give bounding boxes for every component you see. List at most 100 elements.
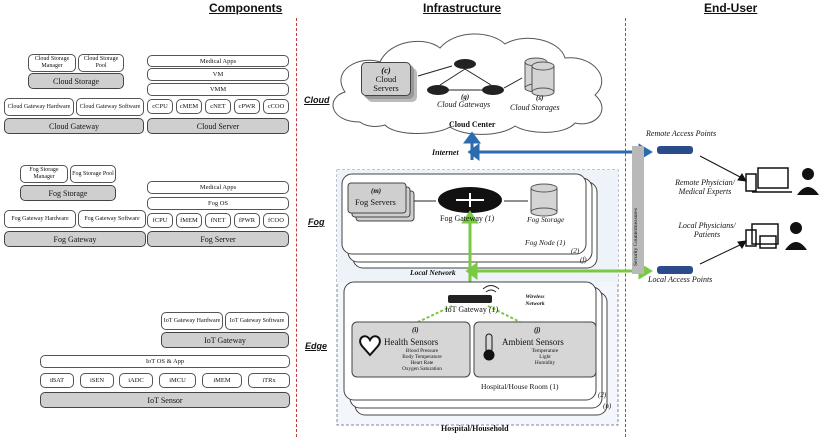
fog-medical-apps: Medical Apps bbox=[147, 181, 289, 194]
cloud-unit: cCPU bbox=[147, 99, 173, 114]
fog-os: Fog OS bbox=[147, 197, 289, 210]
cloud-storage-manager: Cloud Storage Manager bbox=[28, 54, 76, 72]
fog-router-icon bbox=[438, 187, 502, 213]
wireless-label: Wireless Network bbox=[525, 294, 545, 307]
local-access-point-icon bbox=[657, 266, 693, 274]
fog-unit: fPWR bbox=[234, 213, 260, 228]
ambient-title: Ambient Sensors bbox=[502, 337, 564, 347]
iot-os-app: IoT OS & App bbox=[40, 355, 290, 368]
internet-link bbox=[463, 131, 653, 161]
divider-end-user bbox=[625, 18, 626, 437]
fog-unit: fNET bbox=[205, 213, 231, 228]
fog-gateway-hardware: Fog Gateway Hardware bbox=[4, 210, 76, 228]
iot-gateway-hardware: IoT Gateway Hardware bbox=[161, 312, 223, 330]
doctor-icon bbox=[797, 168, 819, 195]
cloud-vmm: VMM bbox=[147, 83, 289, 96]
components-header: Components bbox=[209, 1, 283, 15]
cloud-vm: VM bbox=[147, 68, 289, 81]
cloud-center-label: Cloud Center bbox=[449, 120, 496, 129]
cloud-medical-apps: Medical Apps bbox=[147, 55, 289, 67]
cloud-storage-icon bbox=[524, 57, 555, 97]
infrastructure-header: Infrastructure bbox=[423, 1, 502, 15]
security-label: Security Countermeasures bbox=[633, 208, 639, 266]
health-title: Health Sensors bbox=[384, 337, 439, 347]
cloud-gateway-hardware: Cloud Gateway Hardware bbox=[4, 98, 74, 116]
remote-ap-label: Remote Access Points bbox=[646, 129, 717, 138]
iot-unit: iSEN bbox=[80, 373, 114, 388]
fog-storage-label: Fog Storage bbox=[527, 215, 565, 224]
iot-gateway-label: IoT Gateway (1) bbox=[445, 305, 499, 314]
level-edge: Edge bbox=[305, 341, 328, 351]
tablet-icon bbox=[745, 223, 779, 249]
cloud-servers-stack: (c) Cloud Servers bbox=[361, 62, 411, 96]
end-user-links bbox=[699, 155, 747, 265]
fog-storage-title: Fog Storage bbox=[20, 185, 116, 201]
fog-node-label: Fog Node (1) bbox=[525, 238, 566, 247]
room-2-label: (2) bbox=[598, 391, 607, 399]
wireless-links bbox=[417, 305, 521, 323]
fog-server-title: Fog Server bbox=[147, 231, 289, 247]
cloud-servers-tag: (c) bbox=[381, 64, 391, 75]
patient-icon bbox=[785, 222, 807, 250]
iot-unit: iMEM bbox=[202, 373, 242, 388]
cloud-servers-label: Cloud Servers bbox=[373, 73, 399, 93]
cloud-unit: cCOO bbox=[263, 99, 289, 114]
router-icon bbox=[427, 85, 449, 95]
cloud-gateway-title: Cloud Gateway bbox=[4, 118, 144, 134]
cloud-storages-tag: (s) bbox=[536, 94, 544, 102]
end-user-header: End-User bbox=[704, 1, 758, 15]
cloud-storage-title: Cloud Storage bbox=[28, 73, 124, 89]
heart-icon bbox=[359, 335, 381, 357]
ambient-sensors-box bbox=[473, 321, 597, 378]
room-n-label: (n) bbox=[603, 402, 612, 410]
internet-label: Internet bbox=[432, 148, 459, 157]
cloud-gateways-label: Cloud Gateways bbox=[437, 100, 491, 109]
remote-access-point-icon bbox=[657, 146, 693, 154]
iot-unit: iADC bbox=[119, 373, 153, 388]
fog-servers-tag: (m) bbox=[371, 187, 382, 195]
remote-users-label: Remote Physician/ Medical Experts bbox=[675, 178, 735, 196]
fog-server-stack bbox=[347, 182, 415, 222]
cloud-unit: cMEM bbox=[176, 99, 202, 114]
fog-gateway-software: Fog Gateway Software bbox=[78, 210, 146, 228]
iot-gateway-title: IoT Gateway bbox=[161, 332, 289, 348]
thermometer-icon bbox=[483, 333, 495, 361]
iot-unit: iBAT bbox=[40, 373, 74, 388]
local-users-label: Local Physicians/ Patients bbox=[678, 221, 736, 239]
room-label: Hospital/House Room (1) bbox=[481, 382, 559, 391]
fog-servers-label: Fog Servers bbox=[355, 197, 396, 207]
local-network-label: Local Network bbox=[410, 268, 456, 277]
iot-gateway-software: IoT Gateway Software bbox=[225, 312, 289, 330]
cloud-unit: cPWR bbox=[234, 99, 260, 114]
cloud-storages-label: Cloud Storages bbox=[510, 103, 560, 112]
gateway-links bbox=[417, 65, 523, 91]
fog-storage-pool: Fog Storage Pool bbox=[70, 165, 116, 183]
household-label: Hospital/Household bbox=[441, 424, 509, 433]
fog-gateway-label: Fog Gateway (1) bbox=[440, 214, 495, 223]
router-icon bbox=[454, 59, 476, 69]
health-sensors-box bbox=[351, 321, 471, 378]
computer-icon bbox=[745, 167, 792, 193]
fog-unit: fCPU bbox=[147, 213, 173, 228]
health-tag: (i) bbox=[412, 326, 419, 334]
iot-unit: iMCU bbox=[159, 373, 196, 388]
iot-sensor-title: IoT Sensor bbox=[40, 392, 290, 408]
cloud-gateways-tag: (g) bbox=[461, 93, 470, 101]
router-icon bbox=[482, 85, 504, 95]
divider-components bbox=[296, 18, 297, 437]
cloud-gateway-software: Cloud Gateway Software bbox=[76, 98, 144, 116]
wifi-icon bbox=[482, 285, 500, 293]
cloud-server-title: Cloud Server bbox=[147, 118, 289, 134]
fog-node-f-label: (f) bbox=[580, 256, 587, 264]
level-cloud: Cloud bbox=[304, 95, 330, 105]
fog-unit: fCOO bbox=[263, 213, 289, 228]
cloud-unit: cNET bbox=[205, 99, 231, 114]
iot-unit: iTRx bbox=[248, 373, 290, 388]
fog-storage-manager: Fog Storage Manager bbox=[20, 165, 68, 183]
fog-unit: fMEM bbox=[176, 213, 202, 228]
local-ap-label: Local Access Points bbox=[648, 275, 713, 284]
cloud-storage-pool: Cloud Storage Pool bbox=[78, 54, 124, 72]
level-fog: Fog bbox=[308, 217, 325, 227]
